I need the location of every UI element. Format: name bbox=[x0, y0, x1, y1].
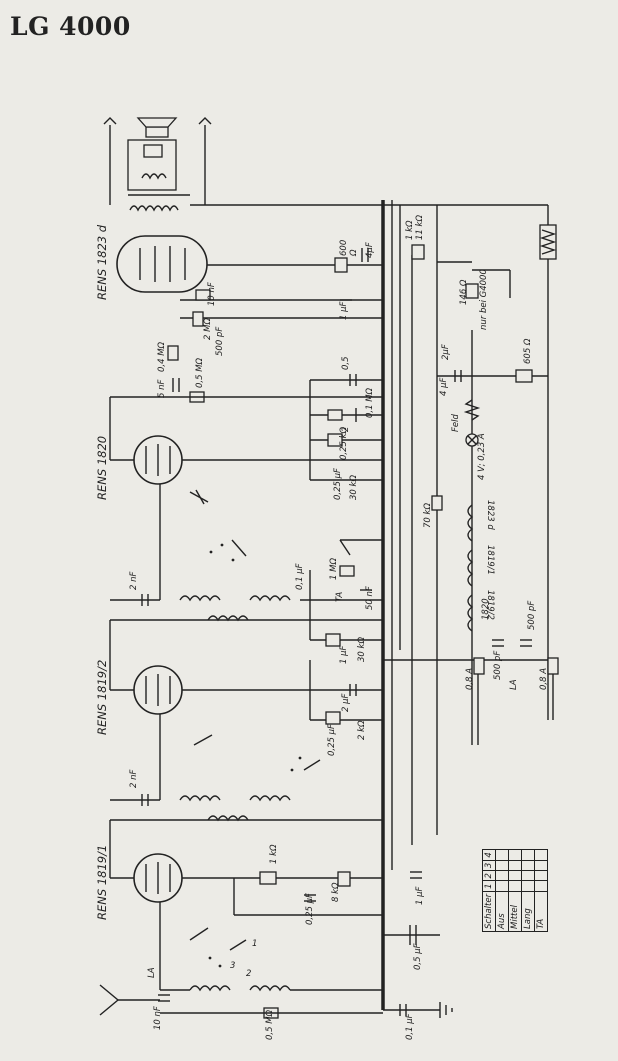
label-l1820: 1820 bbox=[481, 598, 491, 620]
label-025k: 0,25 kΩ bbox=[339, 426, 349, 460]
label-sw2: 2 bbox=[246, 969, 251, 979]
antenna-input: LA 10 nF bbox=[99, 967, 170, 1030]
label-08a-2: 0,8 A bbox=[539, 668, 549, 690]
label-c2: 2 bbox=[341, 427, 351, 432]
label-nur: nur bei G4000 bbox=[479, 269, 489, 330]
legend-row-label: Lang bbox=[521, 891, 535, 932]
legend-row: Mittel bbox=[508, 849, 522, 932]
label-11k: 11 kΩ bbox=[415, 215, 425, 240]
label-sw1: 1 bbox=[252, 939, 257, 949]
output-stage-parts: 600 Ω 4μF 1 kΩ 11 kΩ 1 μF 10 nF 2 MΩ 500… bbox=[110, 215, 425, 403]
tube-rf2: RENS 1819/2 bbox=[95, 620, 383, 735]
legend-row-label: Aus bbox=[495, 891, 509, 932]
label-10nf-low: 10 nF bbox=[153, 1006, 163, 1030]
label-025-low: 0,25 μF bbox=[327, 724, 337, 756]
label-01-low: 0,1 μF bbox=[405, 1013, 415, 1040]
label-ta: TA bbox=[335, 592, 345, 602]
label-08a-1: 0,8 A bbox=[465, 668, 475, 690]
switch-table: Schalter 1 2 3 4 Aus Mittel Lang TA bbox=[482, 849, 548, 932]
heater-coils: 1823 d 1819/1 1819/2 1820 bbox=[467, 500, 495, 632]
label-05m-low: 0,5 MΩ bbox=[265, 1009, 275, 1040]
right-side-parts: 146 Ω nur bei G4000 2μF 4 μF 605 Ω Feld … bbox=[423, 224, 557, 528]
label-605: 605 Ω bbox=[523, 338, 533, 364]
label-30k-mid: 30 kΩ bbox=[357, 637, 367, 662]
label-01uf: 0,1 μF bbox=[295, 563, 305, 590]
legend-row: Aus bbox=[495, 849, 509, 932]
label-30k: 30 kΩ bbox=[349, 475, 359, 500]
label-sw3: 3 bbox=[230, 961, 235, 971]
label-2uf-low: 2 μF bbox=[341, 693, 351, 712]
legend-row: Lang bbox=[521, 849, 535, 932]
page-title: LG 4000 bbox=[10, 12, 131, 41]
label-04m: 0,4 MΩ bbox=[157, 341, 167, 372]
switch-legend: Schalter 1 2 3 4 Aus Mittel Lang TA bbox=[482, 782, 556, 932]
label-1k: 1 kΩ bbox=[405, 220, 415, 240]
label-500pf-top: 500 pF bbox=[215, 327, 225, 356]
label-50nf: 50 nF bbox=[365, 586, 375, 610]
label-025uf: 0,25 μF bbox=[305, 893, 315, 925]
label-05m-top: 0,5 MΩ bbox=[195, 357, 205, 388]
label-01m: 0,1 MΩ bbox=[365, 387, 375, 418]
legend-col: 3 bbox=[482, 860, 496, 871]
tube-rf1: RENS 1819/1 bbox=[95, 820, 383, 920]
label-500pf-right: 500 pF bbox=[527, 601, 537, 630]
label-feld: Feld bbox=[451, 414, 461, 432]
label-70k: 70 kΩ bbox=[423, 503, 433, 528]
bus-lines bbox=[190, 200, 549, 1010]
label-la-left: LA bbox=[147, 967, 157, 978]
label-2m: 2 MΩ bbox=[203, 318, 213, 340]
legend-row-label: TA bbox=[534, 891, 548, 932]
label-1uf-low: 1 μF bbox=[415, 886, 425, 905]
legend-header: Schalter bbox=[482, 891, 496, 932]
tube-output-label: RENS 1823 d bbox=[95, 224, 109, 300]
label-8k: 8 kΩ bbox=[331, 882, 341, 902]
label-l1823: 1823 d bbox=[485, 500, 495, 530]
legend-row: TA bbox=[534, 849, 548, 932]
label-la-right: LA bbox=[509, 679, 519, 690]
label-4uf2: 4 μF bbox=[439, 377, 449, 396]
legend-col: 1 bbox=[482, 880, 496, 892]
label-4uf: 4μF bbox=[365, 242, 375, 258]
label-1k-low: 1 kΩ bbox=[269, 844, 279, 864]
label-5nf: 5 nF bbox=[157, 380, 167, 398]
rf1-stage-parts: 1 kΩ 0,25 μF 8 kΩ 1 μF 0,5 μF 1 2 3 0,5 … bbox=[159, 844, 453, 1040]
label-2k-low: 2 kΩ bbox=[357, 720, 367, 740]
label-600: 600 bbox=[339, 240, 349, 256]
label-c05: 0,5 bbox=[341, 356, 351, 370]
label-1m-mid: 1 MΩ bbox=[329, 558, 339, 580]
label-2nf-a: 2 nF bbox=[129, 572, 139, 590]
mid-tuning: 2 nF 0,1 μF 1 MΩ 50 nF TA 1 μF 30 kΩ 500… bbox=[110, 484, 559, 745]
legend-header-row: Schalter 1 2 3 4 bbox=[482, 849, 496, 932]
label-025mu: 0,25 μF bbox=[333, 468, 343, 500]
tube-detector: RENS 1820 bbox=[95, 397, 383, 500]
label-1uf-mid: 1 μF bbox=[339, 645, 349, 664]
label-2nf-b: 2 nF bbox=[129, 770, 139, 788]
label-lamp: 4 V; 0,23 A bbox=[477, 433, 487, 480]
label-l18192: 1819/2 bbox=[485, 590, 495, 620]
label-10nf-top: 10 nF bbox=[207, 282, 217, 306]
legend-col: 4 bbox=[482, 849, 496, 861]
label-1uf-top: 1 μF bbox=[339, 301, 349, 320]
label-l18191: 1819/1 bbox=[485, 545, 495, 575]
label-05uf: 0,5 μF bbox=[413, 943, 423, 970]
detector-stage-parts: 0,5 2 0,1 MΩ 0,25 kΩ 30 kΩ 0,25 μF bbox=[309, 356, 383, 500]
label-ohm: Ω bbox=[349, 249, 359, 257]
legend-row-label: Mittel bbox=[508, 891, 522, 932]
tube-rf2-label: RENS 1819/2 bbox=[95, 660, 109, 735]
rf2-stage-parts: 2 μF 2 kΩ 0,25 μF 2 nF bbox=[110, 660, 383, 822]
label-500pf-mid: 500 pF bbox=[493, 651, 503, 680]
label-2uf: 2μF bbox=[441, 344, 451, 360]
tube-output: RENS 1823 d bbox=[95, 224, 383, 300]
label-146: 146 Ω bbox=[459, 279, 469, 305]
legend-col: 2 bbox=[482, 870, 496, 881]
tube-detector-label: RENS 1820 bbox=[95, 436, 109, 500]
tube-rf1-label: RENS 1819/1 bbox=[95, 845, 109, 920]
loudspeaker bbox=[103, 117, 212, 212]
